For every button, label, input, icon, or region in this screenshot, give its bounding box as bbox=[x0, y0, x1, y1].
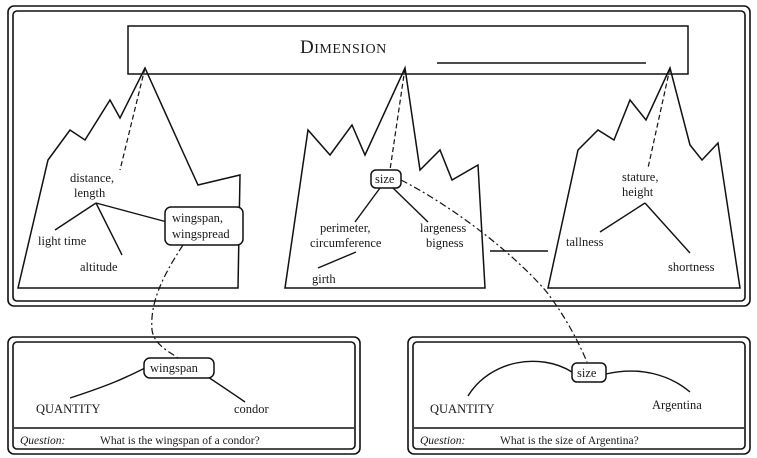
edge-perimeter-girth bbox=[317, 251, 357, 269]
title-text: DIMENSION bbox=[300, 37, 387, 58]
label-height: height bbox=[622, 185, 654, 199]
panel-left-outer bbox=[7, 336, 361, 455]
edge-wingspan-condor bbox=[204, 374, 246, 403]
panel-right-outer bbox=[407, 336, 751, 455]
title-box bbox=[127, 25, 689, 75]
label-wingspread: wingspread bbox=[172, 227, 230, 241]
label-bigness: bigness bbox=[426, 236, 464, 250]
edge-size-argentina bbox=[605, 370, 691, 393]
label-largeness: largeness bbox=[420, 221, 466, 235]
panel-left-condor: condor bbox=[234, 402, 270, 416]
right-mountain bbox=[547, 65, 741, 289]
middle-dash-connector bbox=[389, 67, 406, 171]
label-size: size bbox=[375, 172, 395, 186]
panel-left-inner bbox=[12, 341, 356, 450]
edge-size-largeness bbox=[392, 187, 429, 223]
left-mountain bbox=[17, 66, 241, 289]
panel-left-question-label: Question: bbox=[20, 435, 65, 447]
wingspan-link bbox=[151, 244, 184, 359]
panel-right-node bbox=[571, 362, 607, 383]
label-shortness: shortness bbox=[668, 260, 715, 274]
label-circumference: circumference bbox=[310, 236, 382, 250]
wingspan-node bbox=[164, 206, 244, 246]
top-frame-outer bbox=[7, 5, 751, 307]
panel-right-question-label: Question: bbox=[420, 435, 465, 447]
edge-height-shortness bbox=[644, 202, 691, 254]
panel-right-argentina: Argentina bbox=[652, 398, 702, 412]
panel-left-node-label: wingspan bbox=[150, 361, 199, 375]
right-dash-connector bbox=[647, 67, 671, 169]
edge-length-lighttime bbox=[54, 202, 97, 231]
panel-left-quantity: QUANTITY bbox=[36, 402, 101, 416]
panel-right-inner bbox=[412, 341, 746, 450]
edge-length-altitude bbox=[95, 202, 123, 256]
label-perimeter: perimeter, bbox=[320, 221, 371, 235]
top-frame-inner bbox=[12, 10, 746, 302]
label-girth: girth bbox=[312, 272, 336, 286]
size-node bbox=[370, 169, 402, 189]
edge-height-tallness bbox=[599, 202, 646, 233]
panel-right-question-text: What is the size of Argentina? bbox=[500, 435, 639, 447]
label-tallness: tallness bbox=[566, 235, 604, 249]
panel-left-question-text: What is the wingspan of a condor? bbox=[100, 435, 260, 447]
panel-right-node-label: size bbox=[577, 366, 597, 380]
edge-wingspan-quantity bbox=[69, 367, 146, 399]
middle-mountain bbox=[284, 65, 486, 289]
edge-size-perimeter bbox=[354, 187, 381, 223]
label-wingspan: wingspan, bbox=[172, 211, 223, 225]
label-light-time: light time bbox=[38, 234, 87, 248]
panel-left-node bbox=[143, 357, 215, 379]
edge-size-quantity bbox=[467, 360, 573, 397]
panel-right-quantity: QUANTITY bbox=[430, 402, 495, 416]
label-stature: stature, bbox=[622, 170, 658, 184]
label-distance: distance, bbox=[70, 171, 114, 185]
left-dash-connector bbox=[119, 67, 146, 171]
label-length: length bbox=[74, 186, 106, 200]
edge-length-wingspan bbox=[95, 202, 168, 223]
size-link bbox=[400, 179, 588, 363]
label-altitude: altitude bbox=[80, 260, 118, 274]
